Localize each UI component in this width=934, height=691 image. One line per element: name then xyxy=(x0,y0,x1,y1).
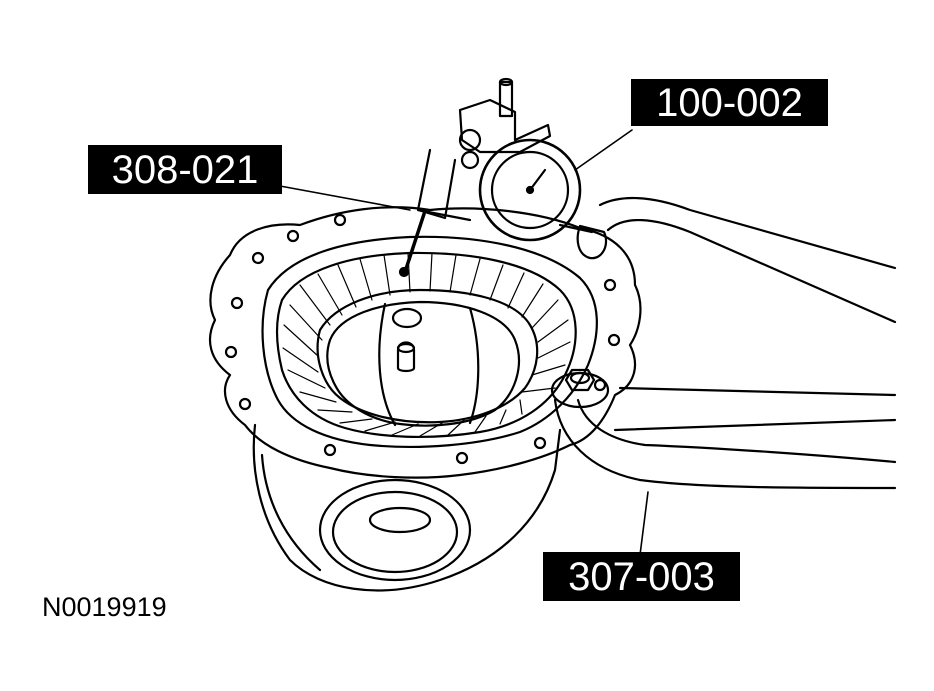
fixture-link-inner xyxy=(613,418,897,432)
case-contour xyxy=(378,302,397,427)
axle-tube-outer xyxy=(318,478,472,582)
bolt-hole xyxy=(593,378,607,392)
indicator-arm-rod xyxy=(403,212,426,274)
clamp-screw xyxy=(458,128,482,152)
axle-tube-bore xyxy=(368,506,432,534)
fixture-bar-lower xyxy=(553,398,897,490)
dial-indicator-face xyxy=(490,150,570,230)
bolt-hole xyxy=(607,333,621,347)
indicator-arm-bar xyxy=(416,208,472,222)
housing-body xyxy=(252,423,562,592)
case-contour xyxy=(468,306,480,425)
callout-indicator-arm: 308-021 xyxy=(88,145,282,194)
fixture-arm-upper-inner xyxy=(606,219,897,324)
pinion-shaft-top xyxy=(396,342,416,354)
indicator-post-top xyxy=(498,77,514,87)
fixture-arm-upper xyxy=(598,197,897,270)
dial-indicator-stem xyxy=(558,223,594,234)
bolt-hole xyxy=(323,443,337,457)
bolt-hole xyxy=(455,451,469,465)
clamp-knob xyxy=(460,150,480,170)
bolt-hole xyxy=(533,436,547,450)
differential-case xyxy=(326,300,520,427)
case-plug xyxy=(391,307,423,329)
dial-indicator-pivot xyxy=(525,185,535,195)
leader-line-307-003 xyxy=(639,491,649,556)
fixture-link xyxy=(618,386,897,397)
fixture-bolt-head xyxy=(564,368,596,392)
bolt-hole xyxy=(224,345,238,359)
ring-gear-teeth xyxy=(282,252,571,437)
bolt-hole xyxy=(238,397,252,411)
dial-indicator-needle xyxy=(528,168,547,192)
bolt-hole xyxy=(286,229,300,243)
leader-line-308-021 xyxy=(279,185,411,211)
indicator-arm-bracket xyxy=(416,148,457,220)
flange-face xyxy=(261,235,598,448)
figure-id: N0019919 xyxy=(42,592,167,622)
pinion-shaft-end xyxy=(396,341,416,373)
indicator-arm-tip xyxy=(398,266,410,278)
housing-shadow-line xyxy=(260,453,322,572)
mounting-flange xyxy=(208,206,642,479)
fixture-bar-lower-inner xyxy=(576,398,897,464)
bolt-hole xyxy=(603,278,617,292)
indicator-clamp xyxy=(458,98,552,154)
bolt-hole xyxy=(251,251,265,265)
bolt-hole xyxy=(333,213,347,227)
callout-dial-indicator: 100-002 xyxy=(631,79,828,126)
dial-contact-point xyxy=(576,224,608,260)
leader-line-100-002 xyxy=(574,129,633,171)
ring-gear-inner xyxy=(316,288,539,424)
bolt-hole xyxy=(230,296,244,310)
axle-tube-inner xyxy=(331,490,459,574)
fixture-bolt-top xyxy=(569,371,591,385)
dial-indicator-body xyxy=(478,138,582,242)
callout-holding-fixture: 307-003 xyxy=(543,552,740,601)
